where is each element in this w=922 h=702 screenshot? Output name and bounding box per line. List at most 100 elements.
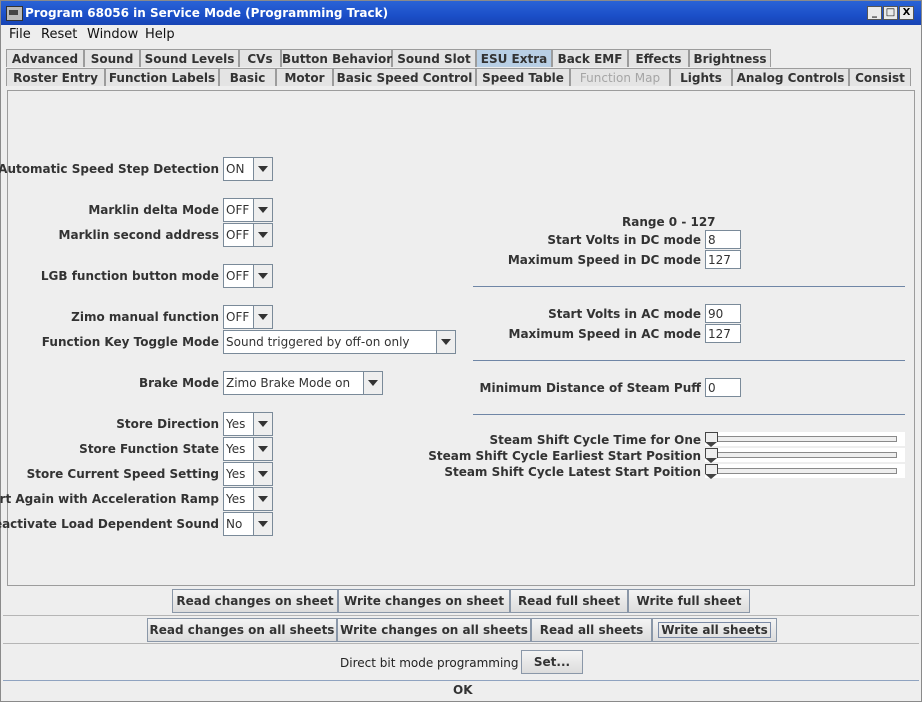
function-key-toggle-select[interactable]: Sound triggered by off-on only [223, 330, 456, 354]
tab-sound-slot[interactable]: Sound Slot [392, 49, 476, 67]
field-label: Start Volts in AC mode [548, 307, 701, 321]
field-label: Zimo manual function [71, 310, 219, 324]
menu-help[interactable]: Help [145, 27, 175, 42]
auto-speed-step-select[interactable]: ON [223, 157, 273, 181]
zimo-manual-function-select[interactable]: OFF [223, 305, 273, 329]
chevron-down-icon[interactable] [253, 463, 272, 485]
chevron-down-icon[interactable] [363, 372, 382, 394]
store-function-state-select[interactable]: Yes [223, 437, 273, 461]
tab-esu-extra[interactable]: ESU Extra [476, 49, 552, 67]
separator [473, 286, 905, 287]
lgb-function-button-select[interactable]: OFF [223, 264, 273, 288]
tab-back-emf[interactable]: Back EMF [552, 49, 628, 67]
chevron-down-icon[interactable] [253, 158, 272, 180]
field-label: LGB function button mode [40, 269, 219, 283]
slider-track[interactable] [709, 436, 897, 442]
steam-cycle-time-slider[interactable] [705, 432, 905, 447]
maximize-button[interactable]: □ [883, 6, 898, 20]
tab-basic-speed-control[interactable]: Basic Speed Control [333, 68, 476, 86]
max-speed-ac-input[interactable]: 127 [705, 324, 741, 343]
chevron-down-icon[interactable] [253, 413, 272, 435]
tab-analog-controls[interactable]: Analog Controls [732, 68, 849, 86]
slider-thumb[interactable] [705, 464, 718, 479]
chevron-down-icon[interactable] [253, 438, 272, 460]
close-button[interactable]: X [899, 6, 914, 20]
chevron-down-icon[interactable] [253, 488, 272, 510]
field-label: Deactivate Load Dependent Sound [0, 517, 219, 531]
write-all-sheets-label: Write all sheets [658, 622, 771, 638]
chevron-down-icon[interactable] [253, 265, 272, 287]
brake-mode-select[interactable]: Zimo Brake Mode on [223, 371, 383, 395]
tab-button-behavior[interactable]: Button Behavior [281, 49, 392, 67]
field-label: Store Direction [116, 417, 219, 431]
tab-lights[interactable]: Lights [670, 68, 732, 86]
minimize-button[interactable]: _ [867, 6, 882, 20]
field-label: Steam Shift Cycle Earliest Start Positio… [428, 449, 701, 463]
set-button[interactable]: Set... [521, 650, 583, 674]
slider-track[interactable] [709, 452, 897, 458]
chevron-down-icon[interactable] [253, 224, 272, 246]
chevron-down-icon[interactable] [436, 331, 455, 353]
menu-reset[interactable]: Reset [41, 27, 78, 42]
slider-thumb[interactable] [705, 432, 718, 447]
chevron-down-icon[interactable] [253, 513, 272, 535]
marklin-second-address-select[interactable]: OFF [223, 223, 273, 247]
start-volts-ac-input[interactable]: 90 [705, 304, 741, 323]
read-full-sheet-button[interactable]: Read full sheet [510, 589, 628, 613]
direct-bit-mode-label: Direct bit mode programming [340, 656, 519, 670]
title-bar[interactable]: Program 68056 in Service Mode (Programmi… [1, 1, 921, 25]
window-title: Program 68056 in Service Mode (Programmi… [25, 6, 389, 20]
tab-motor[interactable]: Motor [276, 68, 333, 86]
store-current-speed-select[interactable]: Yes [223, 462, 273, 486]
field-label: Start Again with Acceleration Ramp [0, 492, 219, 506]
field-label: Maximum Speed in DC mode [507, 253, 701, 267]
field-label: Start Volts in DC mode [547, 233, 701, 247]
read-changes-all-button[interactable]: Read changes on all sheets [147, 618, 337, 642]
read-all-sheets-button[interactable]: Read all sheets [531, 618, 652, 642]
steam-latest-start-slider[interactable] [705, 464, 905, 479]
slider-thumb[interactable] [705, 448, 718, 463]
field-label: Marklin second address [58, 228, 219, 242]
tab-basic[interactable]: Basic [219, 68, 276, 86]
field-label: Automatic Speed Step Detection [0, 162, 219, 176]
field-label: Marklin delta Mode [88, 203, 219, 217]
slider-track[interactable] [709, 468, 897, 474]
store-direction-select[interactable]: Yes [223, 412, 273, 436]
write-changes-all-button[interactable]: Write changes on all sheets [337, 618, 531, 642]
chevron-down-icon[interactable] [253, 306, 272, 328]
field-label: Store Current Speed Setting [26, 467, 219, 481]
status-text: OK [453, 683, 473, 697]
field-label: Store Function State [79, 442, 219, 456]
marklin-delta-select[interactable]: OFF [223, 198, 273, 222]
chevron-down-icon[interactable] [253, 199, 272, 221]
start-volts-dc-input[interactable]: 8 [705, 230, 741, 249]
tab-cvs[interactable]: CVs [239, 49, 281, 67]
tab-sound-levels[interactable]: Sound Levels [140, 49, 239, 67]
start-again-accel-ramp-select[interactable]: Yes [223, 487, 273, 511]
tab-function-labels[interactable]: Function Labels [105, 68, 219, 86]
tab-roster-entry[interactable]: Roster Entry [6, 68, 105, 86]
field-label: Steam Shift Cycle Time for One [489, 433, 701, 447]
tab-effects[interactable]: Effects [628, 49, 689, 67]
write-changes-sheet-button[interactable]: Write changes on sheet [338, 589, 510, 613]
steam-earliest-start-slider[interactable] [705, 448, 905, 463]
steam-puff-distance-input[interactable]: 0 [705, 378, 741, 397]
tab-function-map[interactable]: Function Map [570, 68, 670, 86]
write-full-sheet-button[interactable]: Write full sheet [628, 589, 750, 613]
esu-extra-panel [7, 90, 915, 586]
tab-speed-table[interactable]: Speed Table [476, 68, 570, 86]
field-label: Maximum Speed in AC mode [508, 327, 701, 341]
tab-consist[interactable]: Consist [849, 68, 911, 86]
tab-sound[interactable]: Sound [84, 49, 140, 67]
separator [3, 615, 919, 616]
menu-window[interactable]: Window [87, 27, 139, 42]
max-speed-dc-input[interactable]: 127 [705, 250, 741, 269]
tab-advanced[interactable]: Advanced [6, 49, 84, 67]
menu-file[interactable]: File [9, 27, 31, 42]
field-label: Function Key Toggle Mode [41, 335, 219, 349]
tab-brightness[interactable]: Brightness [689, 49, 771, 67]
deactivate-load-sound-select[interactable]: No [223, 512, 273, 536]
read-changes-sheet-button[interactable]: Read changes on sheet [172, 589, 338, 613]
write-all-sheets-button[interactable]: Write all sheets [652, 618, 777, 642]
